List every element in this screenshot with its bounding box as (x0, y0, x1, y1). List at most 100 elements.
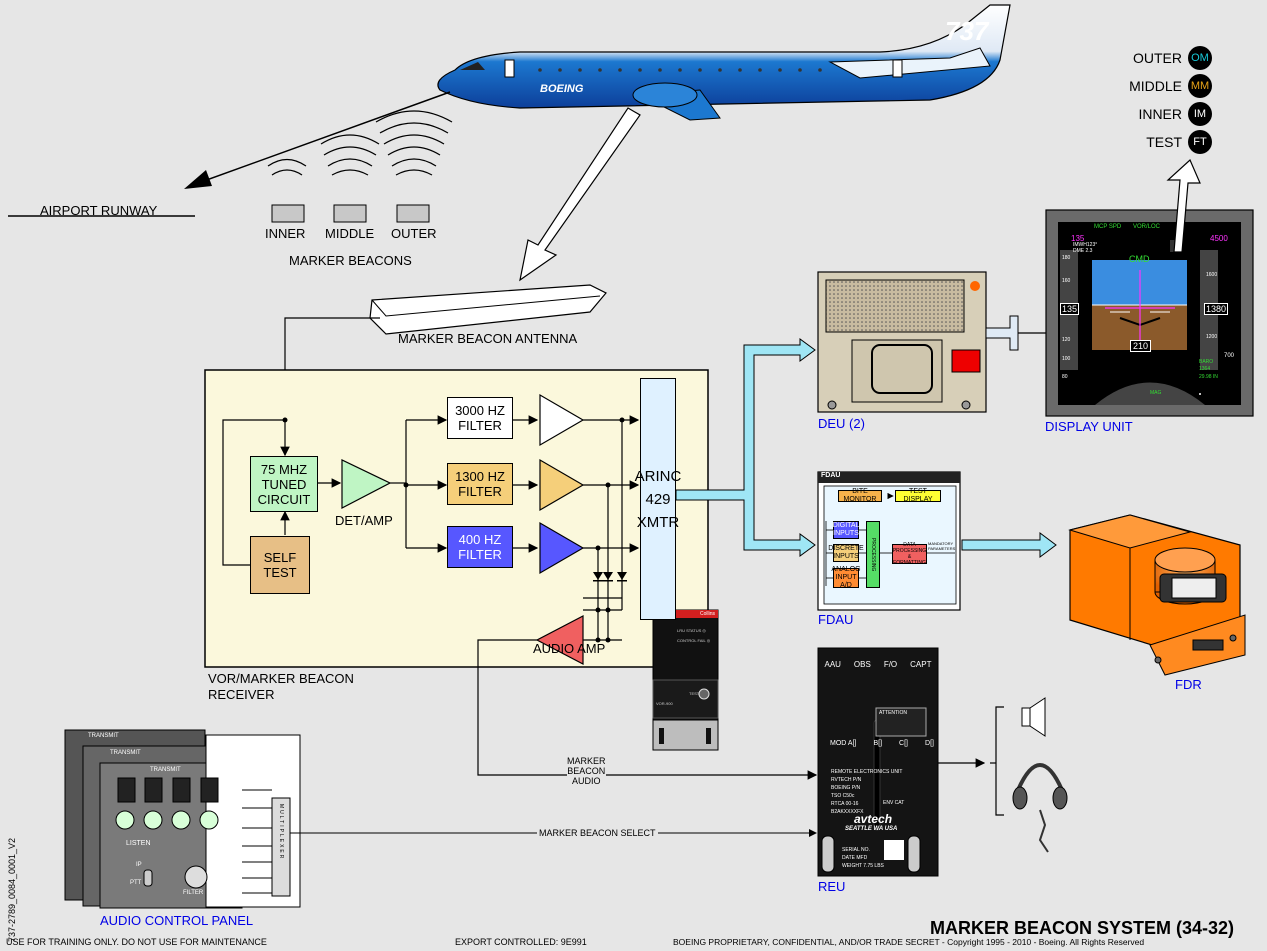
collins-lru-status: LRU STATUS ◎ (677, 628, 706, 633)
pfd-speed-select: 135 (1071, 234, 1085, 243)
deu-label: DEU (2) (818, 416, 865, 431)
pfd-baro-set: 29.98 IN (1199, 374, 1218, 380)
reu-line-4: RTCA 00-16 (831, 801, 859, 807)
pfd-cmd: CMD (1129, 254, 1150, 264)
legend-test-label: TEST (1146, 134, 1182, 150)
reu-mod-d: D[] (925, 740, 934, 747)
headset-icon (1012, 763, 1068, 853)
collins-brand: Collins (700, 611, 716, 617)
pfd-speed-tick-3: 100 (1062, 356, 1071, 362)
marker-beacon-audio-label: MARKER BEACON AUDIO (567, 756, 606, 786)
acp-ip-label: IP (136, 862, 142, 868)
data-processing-block: DATA PROCESSING & FORMATTING (892, 542, 927, 566)
reu-label: REU (818, 879, 846, 894)
airport-runway-label: AIRPORT RUNWAY (40, 203, 158, 218)
audio-control-panel-label: AUDIO CONTROL PANEL (100, 913, 254, 928)
self-test-block: SELF TEST (250, 536, 310, 594)
reu-line-5: B2AKXXXXFX (831, 809, 864, 815)
reu-city: SEATTLE WA USA (845, 826, 898, 832)
collins-receiver-drawing (652, 609, 719, 751)
pfd-baro: 1364 (1199, 366, 1211, 372)
processing-block: PROCESSING (866, 521, 880, 588)
proprietary-notice: BOEING PROPRIETARY, CONFIDENTIAL, AND/OR… (673, 937, 1145, 947)
reu-serial: SERIAL NO. (842, 847, 870, 853)
reu-weight: WEIGHT 7.75 LBS (842, 863, 884, 869)
marker-beacons-label: MARKER BEACONS (289, 253, 412, 268)
filter-400-block: 400 HZ FILTER (447, 526, 513, 568)
reu-header-aau: AAU (824, 660, 841, 669)
pfd-dme: DME 2.3 (1073, 248, 1093, 254)
pfd-speed-tick-1: 160 (1062, 278, 1071, 284)
det-amp-label: DET/AMP (335, 513, 393, 528)
export-notice: EXPORT CONTROLLED: 9E991 (455, 937, 587, 947)
audio-control-panel-drawing (64, 729, 301, 909)
marker-beacon-select-label: MARKER BEACON SELECT (537, 828, 658, 838)
pfd-ident: IMWH123° (1073, 242, 1098, 248)
audio-amp-symbol (535, 615, 584, 665)
antenna-drawing (369, 284, 607, 335)
training-notice: USE FOR TRAINING ONLY. DO NOT USE FOR MA… (6, 937, 267, 947)
pfd-baro-label: BARO (1199, 359, 1214, 365)
airplane-drawing: BOEING 737 (437, 4, 1011, 121)
digital-inputs-block: DIGITAL INPUTS (832, 521, 860, 539)
collins-model: VOR-900 (656, 701, 673, 706)
im-icon: IM (1188, 102, 1212, 126)
pfd-alt-tick-0: 1600 (1206, 272, 1218, 278)
reu-line-1: RVTECH P/N (831, 777, 862, 783)
amp-3000-symbol (539, 393, 585, 447)
reu-headers: AAU OBS F/O CAPT (818, 660, 938, 669)
reu-brand-logo: avtech (854, 812, 893, 826)
amp-400-symbol (539, 521, 585, 575)
mandatory-parameters-label: MANDATORY PARAMETERS (928, 541, 956, 551)
reu-env-cat: ENV CAT (883, 800, 905, 806)
pfd-alt-tick-1: 1200 (1206, 334, 1218, 340)
om-icon: OM (1188, 46, 1212, 70)
outer-beacon-box (396, 204, 430, 223)
deu-drawing (817, 271, 987, 413)
pfd-speed-tick-4: 80 (1062, 374, 1068, 380)
legend-outer: OUTER OM (1133, 46, 1212, 70)
diagram-title: MARKER BEACON SYSTEM (34-32) (930, 918, 1235, 938)
test-display-block: TEST DISPLAY (895, 488, 941, 503)
acp-transmit-label-0: TRANSMIT (88, 733, 119, 739)
antenna-label: MARKER BEACON ANTENNA (398, 331, 578, 346)
fdr-drawing (1068, 514, 1246, 676)
det-amp-symbol (341, 459, 392, 509)
pfd-mcp-spd: MCP SPD (1094, 224, 1122, 230)
middle-beacon-label: MIDDLE (325, 226, 375, 241)
legend-inner: INNER IM (1138, 102, 1212, 126)
inner-beacon-label: INNER (265, 226, 306, 241)
reu-line-0: REMOTE ELECTRONICS UNIT (831, 769, 903, 775)
legend-outer-label: OUTER (1133, 50, 1182, 66)
doc-id: 737-2789_0084_0001_V2 (7, 837, 18, 943)
fdau-label: FDAU (818, 612, 854, 627)
multiplexer-label: MULTIPLEXER (278, 804, 284, 861)
amp-1300-symbol (539, 458, 585, 512)
reu-header-capt: CAPT (910, 660, 932, 669)
reu-mod-c: C[] (899, 740, 908, 747)
collins-control-fail: CONTROL FAIL ◎ (677, 638, 711, 643)
reu-mod-row: MOD A[] B[] C[] D[] (830, 740, 934, 747)
outer-beacon-label: OUTER (391, 226, 437, 241)
tuned-circuit-block: 75 MHZ TUNED CIRCUIT (250, 456, 318, 512)
middle-beacon-box (333, 204, 367, 223)
speaker-icon (1021, 697, 1046, 737)
bite-monitor-block: BITE MONITOR (838, 488, 882, 503)
acp-transmit-label-1: TRANSMIT (110, 750, 141, 756)
analog-input-block: ANALOG INPUT A/D (831, 566, 861, 589)
reu-serial-block: SERIAL NO. DATE MFD WEIGHT 7.75 LBS (842, 846, 884, 870)
pfd-altitude-box: 1380 (1204, 303, 1229, 315)
mm-icon: MM (1188, 74, 1212, 98)
pfd-alt-select: 4500 (1210, 234, 1228, 243)
legend-middle-label: MIDDLE (1129, 78, 1182, 94)
reu-drawing (817, 647, 939, 877)
boeing-livery-text: BOEING (540, 83, 584, 95)
legend-middle: MIDDLE MM (1129, 74, 1212, 98)
acp-filter-label: FILTER (183, 890, 204, 896)
ft-icon: FT (1188, 130, 1212, 154)
audio-amp-label: AUDIO AMP (533, 641, 606, 656)
pfd-hdg-sel: MAG (1150, 390, 1162, 396)
discrete-inputs-block: DISCRETE INPUTS (828, 544, 864, 562)
reu-mod-a: MOD A[] (830, 740, 857, 747)
